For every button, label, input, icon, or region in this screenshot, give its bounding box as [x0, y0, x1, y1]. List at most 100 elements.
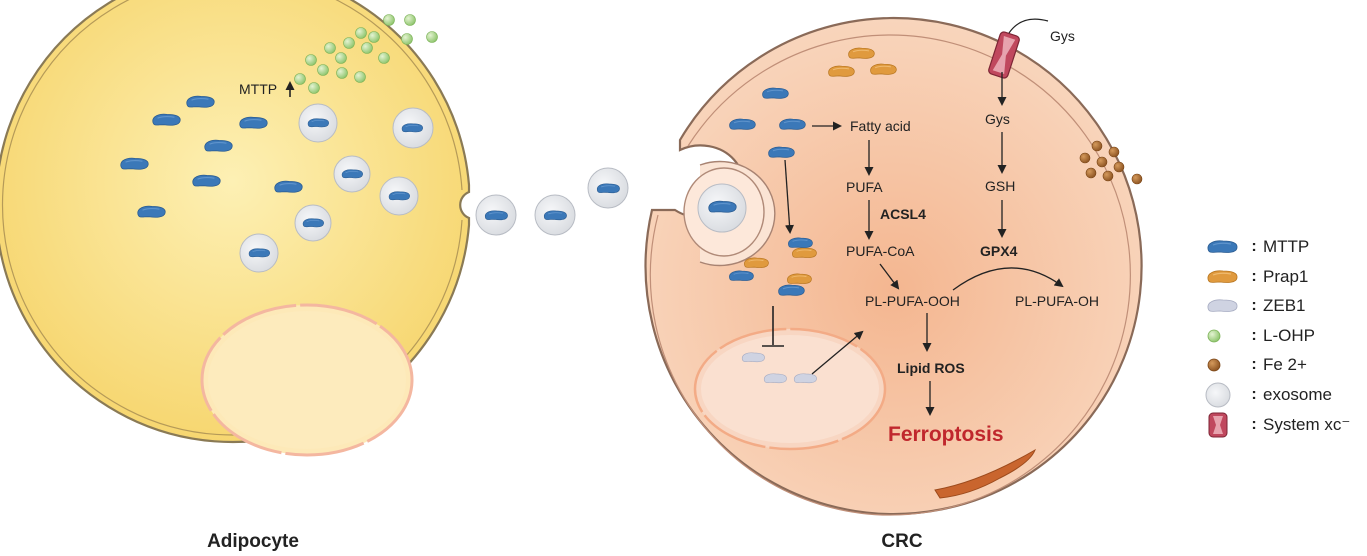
legend-label: MTTP [1263, 237, 1310, 256]
exosome [697, 183, 747, 233]
acsl4-label: ACSL4 [880, 206, 926, 222]
mttp-molecule [778, 284, 805, 296]
pl-pufa-ooh-label: PL-PUFA-OOH [865, 293, 960, 309]
exosome-icon [1205, 382, 1245, 408]
gys-inside-label: Gys [985, 111, 1010, 127]
l-ohp-particle [317, 64, 329, 76]
arrow-pufa-coa-to-pl-pufa-ooh [879, 263, 900, 290]
l-ohp-particle [361, 42, 373, 54]
legend-colon: : [1251, 238, 1257, 255]
mttp-molecule [152, 113, 181, 126]
fe2-particle [1108, 146, 1120, 158]
prap1-molecule [870, 63, 897, 75]
ferroptosis-label: Ferroptosis [888, 423, 1004, 446]
mttp-molecule [186, 95, 215, 108]
mttp-molecule [239, 116, 268, 129]
mttp-molecule [729, 118, 756, 130]
l-ohp-particle [335, 52, 347, 64]
zeb1-molecule [793, 373, 817, 384]
pufa-coa-label: PUFA-CoA [846, 243, 915, 259]
legend-label: exosome [1263, 384, 1332, 404]
l-ohp-particle [343, 37, 355, 49]
legend-item-l-ohp: : L-OHP [1205, 323, 1365, 349]
mttp-molecule [728, 270, 754, 282]
zeb1-molecule [763, 373, 787, 384]
exosome [392, 107, 434, 149]
legend-colon: : [1251, 297, 1257, 315]
gys-outside-label: Gys [1050, 28, 1075, 44]
pufa-label: PUFA [846, 179, 883, 195]
legend-label: L-OHP [1263, 325, 1315, 345]
crc-label: CRC [881, 531, 922, 552]
legend-colon: : [1251, 415, 1257, 433]
mttp-molecule [137, 205, 166, 218]
fe2-group [1079, 140, 1143, 185]
mttp-molecule [779, 118, 806, 130]
prap1-molecule [786, 273, 812, 285]
legend: : MTTP : Prap1 : ZEB1 : L-OHP : Fe 2+ : … [1205, 234, 1365, 441]
prap1-icon [1205, 265, 1245, 289]
l-ohp-particle [336, 67, 348, 79]
exosome [294, 204, 332, 242]
system-xc-icon [1205, 412, 1245, 438]
exosome [333, 155, 371, 193]
legend-colon: : [1251, 267, 1257, 285]
l-ohp-particle [378, 52, 390, 64]
legend-colon: : [1251, 326, 1257, 344]
legend-item-prap1: : Prap1 [1205, 264, 1365, 290]
mttp-molecule [192, 174, 221, 187]
crc-cell [644, 16, 1143, 516]
zeb1-icon [1205, 294, 1245, 318]
zeb1-molecule [741, 352, 765, 363]
mttp-up-label: MTTP [239, 81, 277, 97]
exosome [534, 194, 576, 236]
fe2-particle [1079, 152, 1091, 164]
adipocyte-exosome-group [239, 103, 434, 273]
adipocyte-label: Adipocyte [207, 531, 299, 552]
mttp-icon [1205, 235, 1245, 259]
fe2-particle [1085, 167, 1097, 179]
mttp-molecule [787, 237, 813, 249]
exosome [298, 103, 338, 143]
legend-item-system-xc: : System xc⁻ [1205, 412, 1365, 438]
pathway-arrows [784, 72, 1064, 416]
l-ohp-particle [294, 73, 306, 85]
l-ohp-particle [368, 31, 380, 43]
mttp-molecule [768, 146, 795, 158]
secreted-exosome-group [475, 167, 629, 236]
arrow-gpx4-curve [952, 267, 1064, 291]
l-ohp-group [294, 14, 438, 94]
legend-colon: : [1251, 356, 1257, 374]
membrane-deposit [934, 448, 1036, 499]
arrow-zeb1-to-pl-pufa-ooh [811, 330, 864, 375]
mttp-molecule [762, 87, 789, 99]
fe2-icon [1205, 353, 1245, 377]
legend-colon: : [1251, 385, 1257, 403]
fe2-particle [1091, 140, 1103, 152]
gys-uptake-line [1008, 18, 1049, 34]
legend-item-mttp: : MTTP [1205, 234, 1365, 260]
l-ohp-particle [308, 82, 320, 94]
inhibition-icon [762, 306, 784, 347]
crc-inner-membrane [649, 34, 1131, 516]
l-ohp-particle [324, 42, 336, 54]
gsh-label: GSH [985, 178, 1015, 194]
legend-item-fe2: : Fe 2+ [1205, 352, 1365, 378]
mttp-molecule [204, 139, 233, 152]
gpx4-label: GPX4 [980, 243, 1018, 259]
fatty-acid-label: Fatty acid [850, 118, 911, 134]
l-ohp-particle [354, 71, 366, 83]
pl-pufa-oh-label: PL-PUFA-OH [1015, 293, 1099, 309]
prap1-molecule [743, 257, 769, 269]
fe2-particle [1102, 170, 1114, 182]
legend-label: Prap1 [1263, 266, 1309, 286]
system-xc-icon [988, 31, 1020, 79]
fe2-particle [1113, 161, 1125, 173]
exosome [239, 233, 279, 273]
prap1-molecule [848, 47, 875, 59]
legend-label: ZEB1 [1263, 296, 1306, 316]
legend-item-exosome: : exosome [1205, 382, 1365, 408]
l-ohp-particle [404, 14, 416, 26]
l-ohp-particle [426, 31, 438, 43]
